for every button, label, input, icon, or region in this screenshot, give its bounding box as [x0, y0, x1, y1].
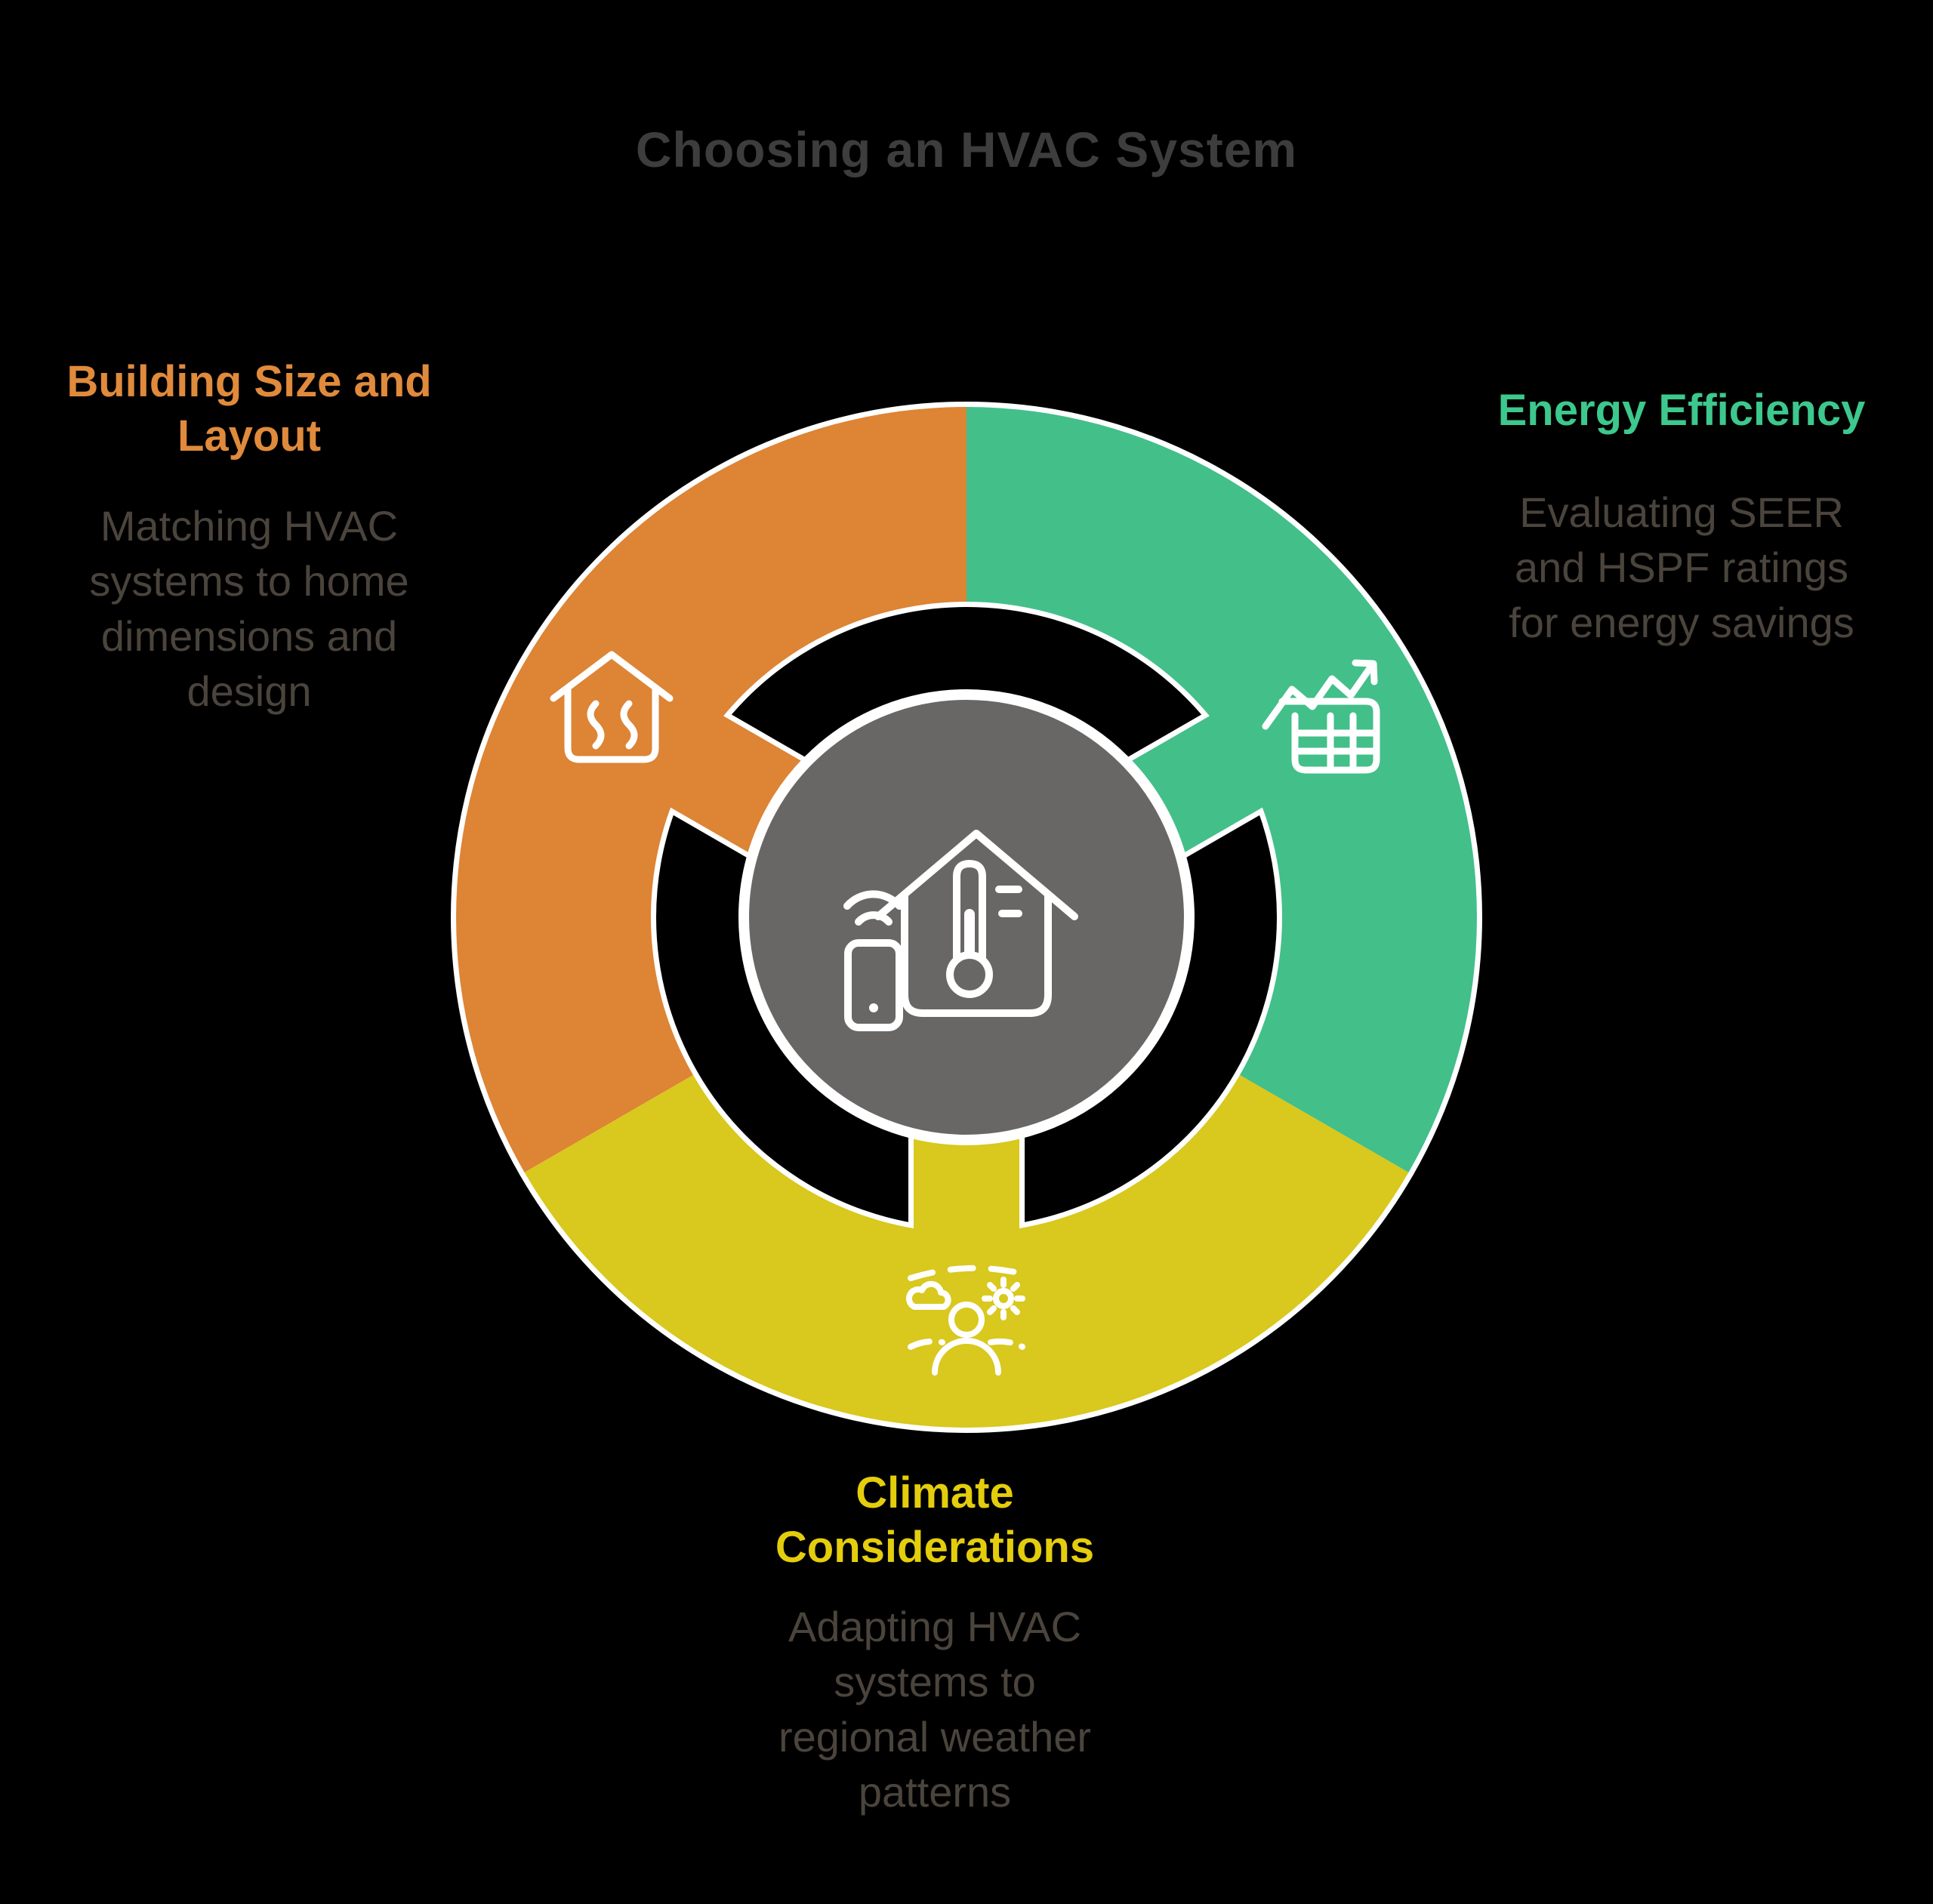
ring-fills — [456, 407, 1477, 1428]
person-shoulders — [932, 1338, 1001, 1376]
segment-description-climate: Adapting HVAC systems to regional weathe… — [778, 1603, 1092, 1816]
air-flow-dash-left — [908, 1338, 945, 1350]
ratings-table-outline — [1278, 698, 1380, 774]
wifi-signal-arcs — [843, 890, 903, 926]
sun-core — [993, 1288, 1014, 1309]
heated-house-icon — [550, 651, 674, 763]
segment-heading-building-size: Building Size and Layout — [66, 357, 432, 461]
house-roof — [874, 830, 1078, 920]
thermometer-mercury — [964, 909, 975, 956]
segment-heading-climate: Climate Considerations — [775, 1468, 1095, 1572]
air-flow-dash-right — [988, 1338, 1025, 1350]
cloud-shape — [905, 1280, 951, 1310]
thermostat-dashes — [995, 886, 1022, 917]
heated-house-roof — [550, 651, 674, 702]
phone-button-dot — [869, 1003, 878, 1012]
efficiency-chart-icon — [1262, 659, 1380, 774]
ratings-table-grid — [1291, 712, 1380, 774]
page-title: Choosing an HVAC System — [635, 122, 1298, 177]
smart-home-thermostat-icon — [843, 830, 1078, 1031]
air-flow-dashes-top — [908, 1265, 1025, 1281]
heated-house-walls — [564, 685, 659, 763]
sun-rays — [982, 1277, 1025, 1320]
label-climate-considerations: Climate Considerations Adapting HVAC sys… — [704, 1453, 1166, 1833]
heat-wave-left — [587, 700, 605, 750]
label-building-size: Building Size and Layout Matching HVAC s… — [21, 341, 477, 732]
label-energy-efficiency: Energy Efficiency Evaluating SEER and HS… — [1451, 370, 1912, 664]
trend-arrow-head — [1352, 659, 1378, 686]
house-walls — [901, 892, 1052, 1017]
heat-wave-right — [620, 700, 638, 750]
trend-zigzag-line — [1262, 661, 1376, 730]
remote-phone — [844, 939, 903, 1031]
segment-description-energy-efficiency: Evaluating SEER and HSPF ratings for ene… — [1509, 488, 1854, 646]
thermometer-stem — [953, 860, 986, 961]
person-head — [948, 1302, 985, 1338]
climate-person-icon — [905, 1265, 1025, 1376]
segment-heading-energy-efficiency: Energy Efficiency — [1497, 386, 1866, 435]
segment-description-building-size: Matching HVAC systems to home dimensions… — [89, 502, 409, 715]
